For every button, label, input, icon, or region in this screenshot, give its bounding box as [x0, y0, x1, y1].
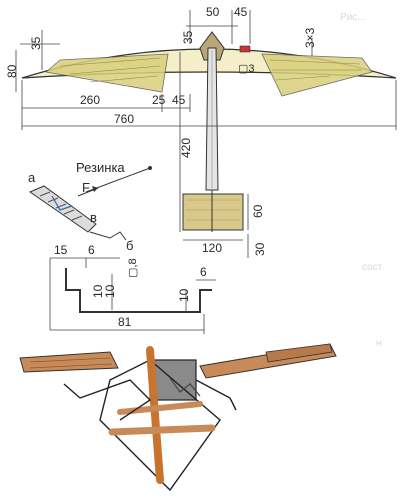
fuselage: [182, 47, 244, 232]
dim-10b: 10: [103, 284, 117, 298]
dim-80: 80: [5, 64, 19, 78]
svg-text:н: н: [376, 338, 382, 349]
dim-35-left: 35: [29, 36, 43, 50]
label-rezinka: Резинка: [76, 160, 125, 175]
svg-text:Рис...: Рис...: [340, 12, 366, 23]
dim-120: 120: [202, 241, 222, 255]
dim-260: 260: [80, 93, 100, 107]
bracket-shape: [65, 268, 212, 313]
dim-square-3: ▢3: [238, 63, 255, 75]
perspective-sketch: [19, 343, 337, 492]
hook-detail: [28, 166, 152, 241]
dim-45b: 45: [172, 93, 186, 107]
dim-15: 15: [54, 243, 68, 257]
label-b: б: [126, 238, 133, 253]
dim-60: 60: [251, 204, 265, 218]
dim-3x3: 3×3: [303, 27, 317, 48]
bracket-profile: [49, 257, 216, 334]
label-force: F: [82, 180, 90, 195]
dim-6b: 6: [200, 265, 207, 279]
dim-0-8: ▢,8: [127, 258, 139, 278]
dim-50: 50: [206, 5, 220, 19]
dim-81: 81: [118, 315, 132, 329]
dim-30: 30: [253, 242, 267, 256]
dimension-lines: [15, 10, 397, 258]
dim-45: 45: [234, 5, 248, 19]
right-wing-panel: [261, 53, 373, 97]
left-wing-panel: [45, 53, 169, 93]
label-v: в: [90, 210, 97, 225]
dim-10a: 10: [91, 284, 105, 298]
dim-25: 25: [152, 93, 166, 107]
dim-420: 420: [179, 138, 193, 158]
dim-760: 760: [114, 112, 134, 126]
wing-center-pylon: [199, 31, 225, 61]
dim-35-center: 35: [181, 30, 195, 44]
dim-10c: 10: [177, 288, 191, 302]
label-a: а: [28, 170, 36, 185]
wing-top-view: [21, 31, 397, 97]
svg-text:сост: сост: [362, 262, 383, 273]
tail-plane: [182, 193, 244, 231]
dim-6a: 6: [88, 243, 95, 257]
